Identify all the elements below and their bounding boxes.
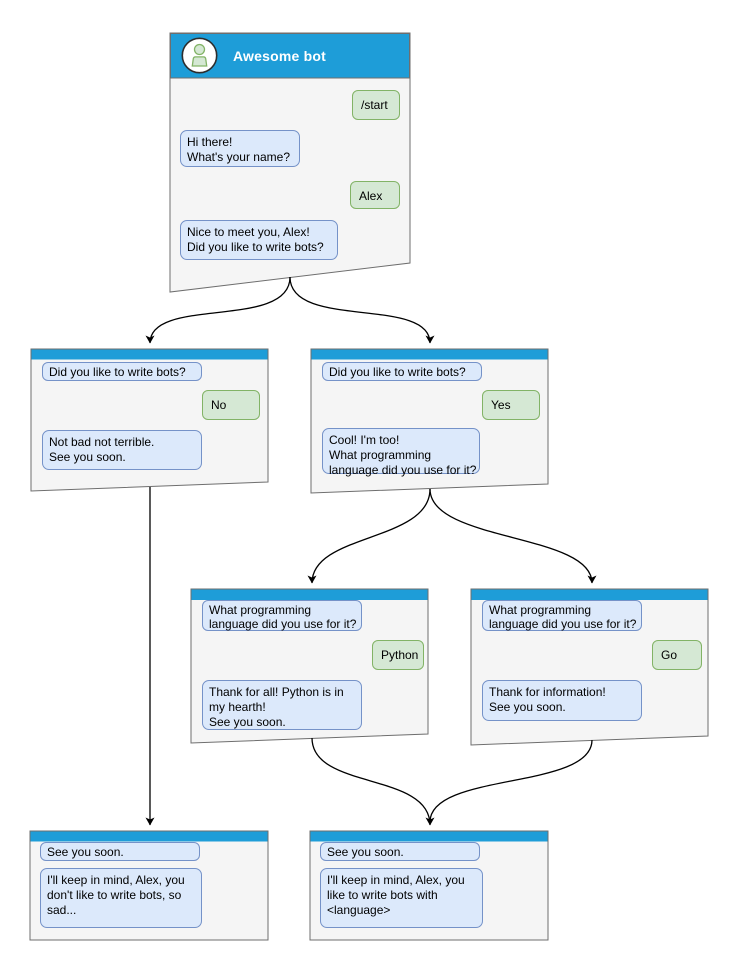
bot-context-bubble: What programming language did you use fo… (202, 600, 362, 631)
bot-message-bubble: Nice to meet you, Alex! Did you like to … (180, 220, 338, 260)
bot-avatar (181, 37, 218, 74)
chat-window-yes-titlebar (311, 349, 548, 360)
chat-window-python-titlebar (191, 589, 428, 600)
chat-window-main-titlebar-border (170, 33, 410, 79)
chat-window-go-titlebar (471, 589, 708, 600)
avatar-circle (181, 37, 218, 74)
connector-yes-to-go (429, 488, 597, 584)
connector-main-to-no (145, 276, 291, 344)
chat-window-end-yes-titlebar (310, 831, 548, 842)
chat-window-end-no-titlebar (30, 831, 268, 842)
connector-go-to-end (429, 739, 593, 823)
user-message-bubble: Go (652, 640, 702, 670)
bot-context-bubble: See you soon. (320, 842, 480, 861)
bot-message-bubble: I'll keep in mind, Alex, you like to wri… (320, 868, 483, 928)
bot-context-bubble: What programming language did you use fo… (482, 600, 642, 631)
connector-main-to-yes (289, 276, 435, 344)
bot-message-bubble: Cool! I'm too! What programming language… (322, 428, 480, 477)
bot-message-bubble: Hi there! What's your name? (180, 130, 300, 167)
bot-message-bubble: I'll keep in mind, Alex, you don't like … (40, 868, 202, 928)
window-title: Awesome bot (233, 48, 326, 64)
user-message-bubble: /start (352, 90, 400, 120)
bot-message-bubble: Thank for information! See you soon. (482, 680, 642, 721)
user-message-bubble: Python (372, 640, 424, 670)
person-icon (191, 43, 208, 67)
bot-message-bubble: Not bad not terrible. See you soon. (42, 430, 202, 470)
connector-yes-to-python (307, 488, 431, 584)
chat-window-no-titlebar (31, 349, 268, 360)
bot-context-bubble: See you soon. (40, 842, 200, 861)
bot-context-bubble: Did you like to write bots? (42, 362, 202, 381)
bot-message-bubble: Thank for all! Python is in my hearth! S… (202, 680, 362, 730)
bot-context-bubble: Did you like to write bots? (322, 362, 482, 381)
user-message-bubble: No (202, 390, 260, 420)
user-message-bubble: Yes (482, 390, 540, 420)
user-message-bubble: Alex (350, 181, 400, 209)
connector-python-to-end (311, 737, 435, 826)
